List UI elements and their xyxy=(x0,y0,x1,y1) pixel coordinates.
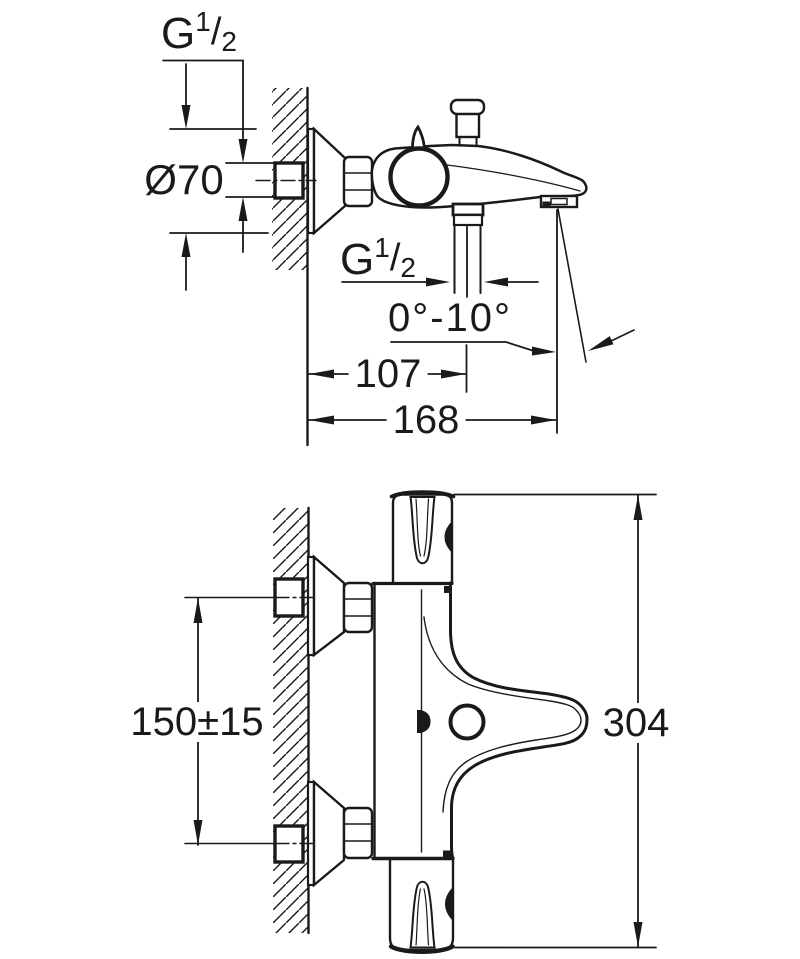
spout-tilt-line xyxy=(557,208,587,363)
spout-aerator-icon xyxy=(539,194,579,209)
hex-nut-lower xyxy=(342,806,374,860)
knob-grip-notch-bottom xyxy=(445,887,453,921)
thread-prefix: G xyxy=(161,9,196,58)
thermostat-handle-front xyxy=(389,490,456,585)
dim-304-label: 304 xyxy=(596,703,676,743)
spout-outline xyxy=(449,581,589,860)
shower-outlet-side xyxy=(451,202,485,298)
spout-contour-line xyxy=(446,164,581,192)
wall-section-side xyxy=(272,86,309,447)
wall-section-front xyxy=(273,506,310,935)
hex-nut-upper xyxy=(342,581,374,634)
handle-pointer-icon xyxy=(411,124,426,153)
angle-leader xyxy=(390,341,535,352)
wall-union-side xyxy=(255,126,374,236)
dimensions-side-view xyxy=(162,59,635,434)
dim-107-label: 107 xyxy=(348,354,428,394)
hex-nut-side xyxy=(342,155,374,208)
flow-handle-front xyxy=(388,858,455,954)
upper-wall-union xyxy=(184,554,374,658)
thread-label-leader xyxy=(162,59,244,141)
thermostat-handle-side xyxy=(388,146,450,208)
top-view xyxy=(162,59,635,447)
spout-inner-contour xyxy=(423,616,582,813)
knob-cap-bottom xyxy=(388,944,455,954)
diverter-button-icon xyxy=(448,703,486,741)
diverter-knob-icon xyxy=(449,98,486,148)
front-view xyxy=(184,490,657,954)
escutcheon-diameter-label: Ø70 xyxy=(144,156,224,203)
thread-size-label-shower: G1/2 xyxy=(340,232,416,284)
dim-168-label: 168 xyxy=(386,400,466,440)
dim-150-label: 150±15 xyxy=(124,702,270,742)
mixer-body-side xyxy=(370,124,588,209)
spout-angle-label: 0°-10° xyxy=(387,296,513,340)
thread-size-label-top: G1/2 xyxy=(161,6,237,58)
knob-cap-top xyxy=(389,490,456,499)
lower-wall-union xyxy=(184,779,374,888)
temperature-mark-icon xyxy=(417,710,431,733)
knob-grip-notch-top xyxy=(444,521,452,553)
mixer-body-front xyxy=(371,581,589,861)
